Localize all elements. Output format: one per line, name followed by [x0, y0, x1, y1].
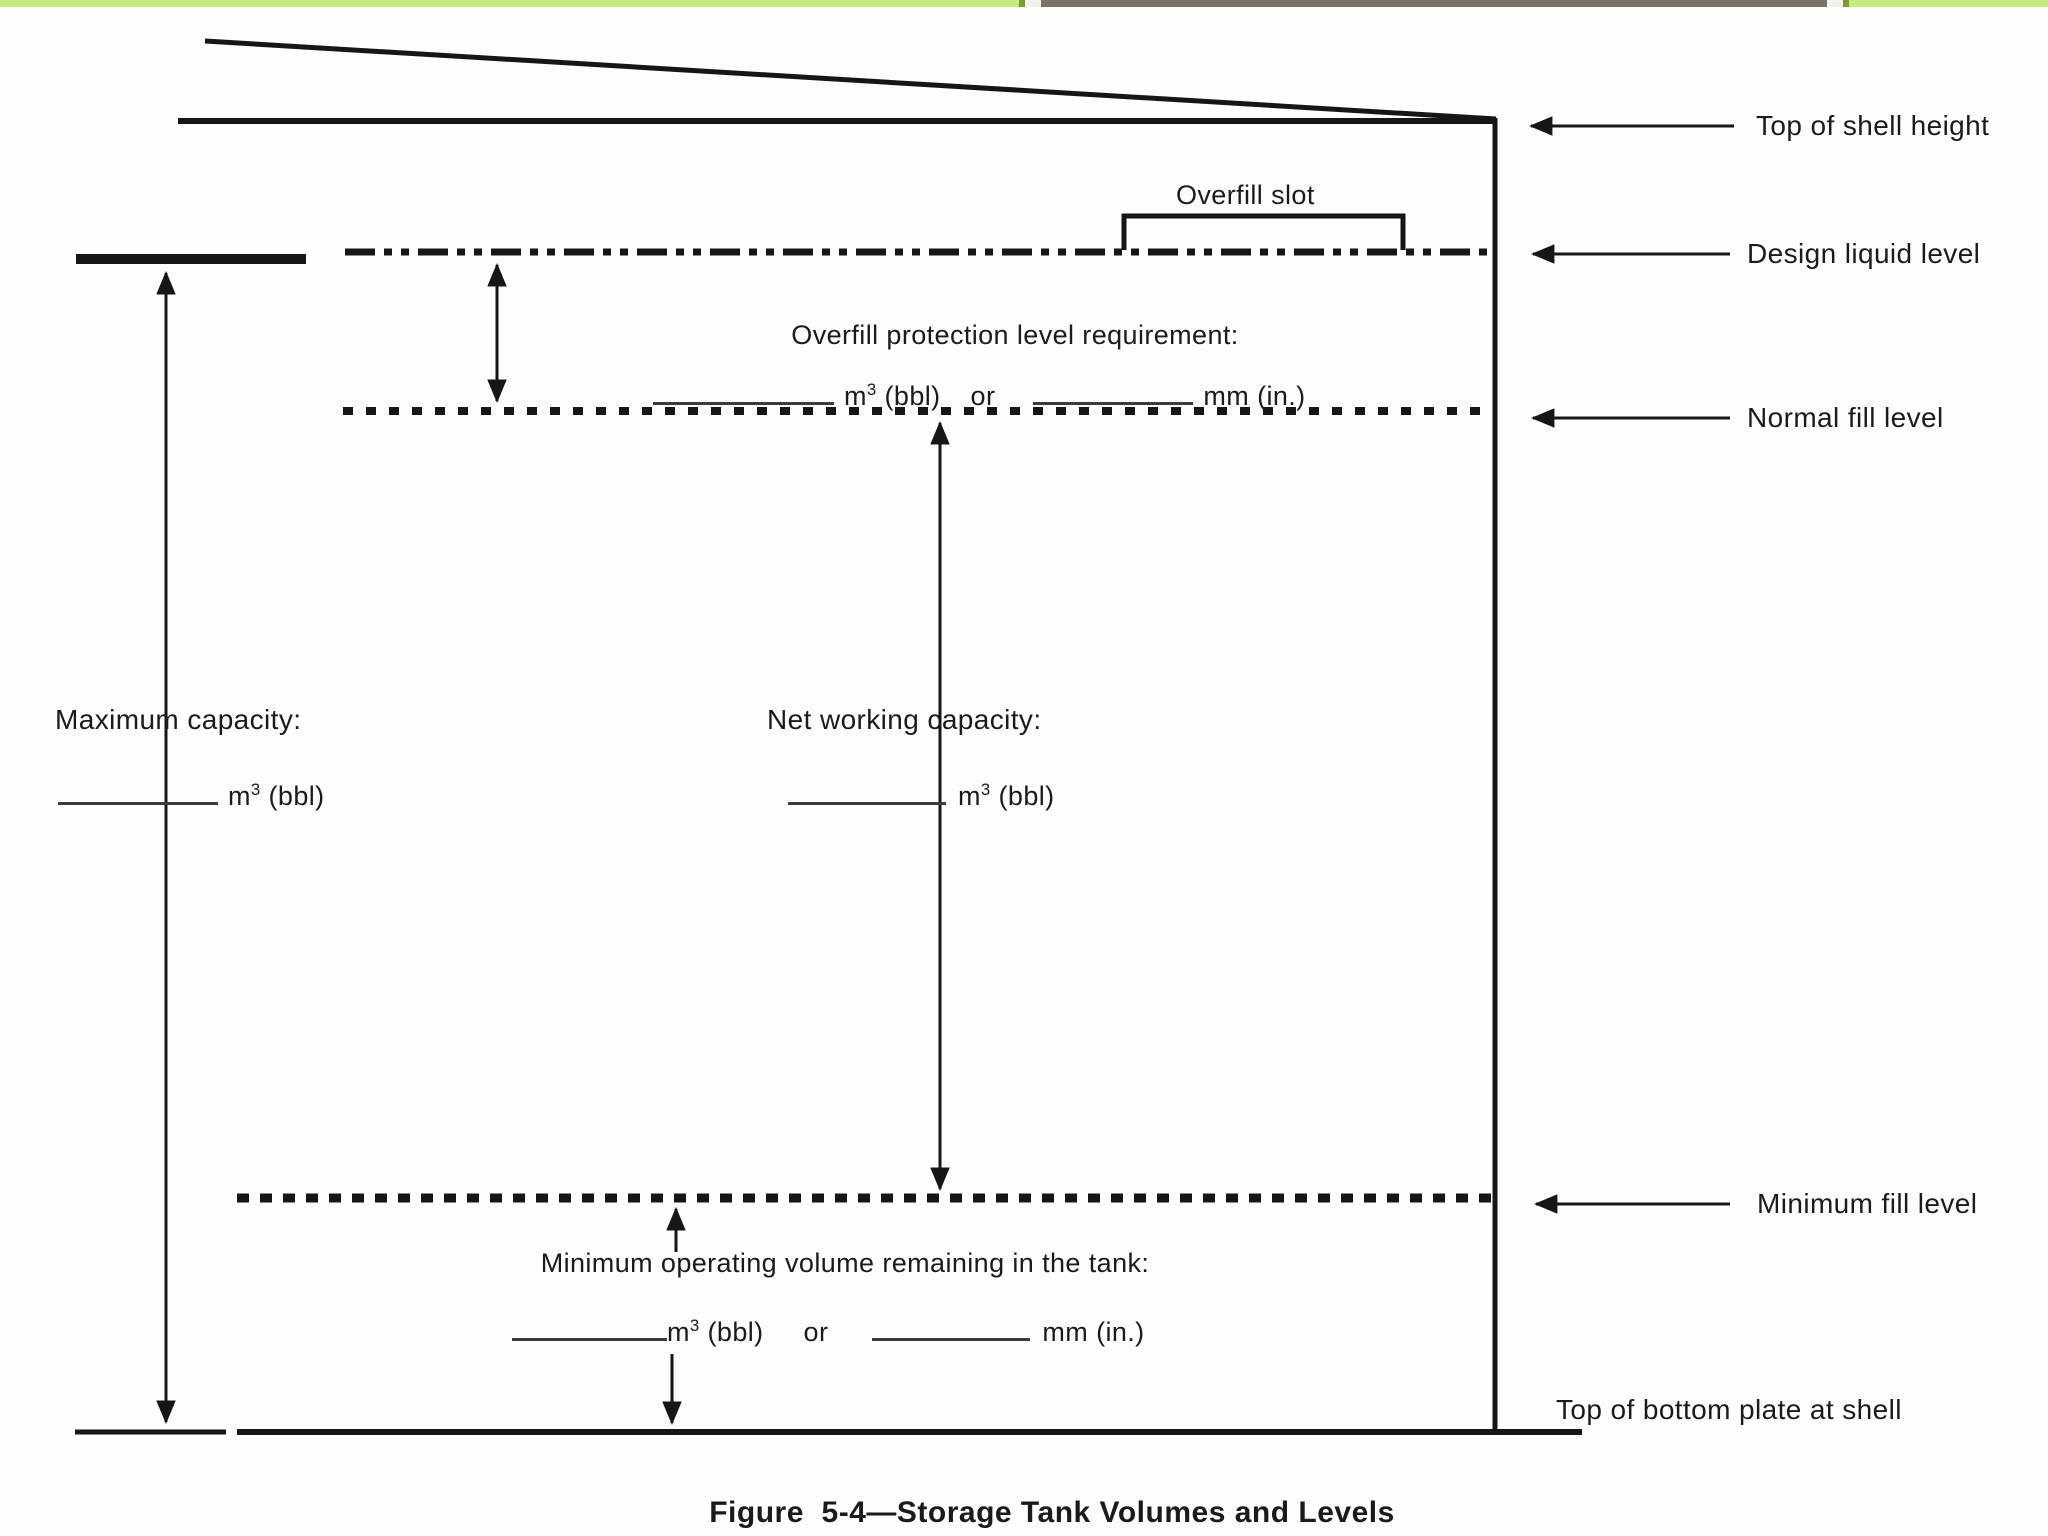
- net-working-units-row: m3 (bbl): [788, 776, 1055, 812]
- minimum-fill-level-label: Minimum fill level: [1757, 1188, 1978, 1219]
- maximum-capacity-units-row: m3 (bbl): [58, 776, 325, 812]
- blank-field-net-working-capacity: [788, 776, 946, 805]
- unit-m3-bbl: m3 (bbl): [958, 779, 1055, 811]
- overfill-protection-title: Overfill protection level requirement:: [791, 320, 1239, 350]
- top-strip-green-left: [0, 0, 1019, 7]
- top-strip-green-right: [1849, 0, 2048, 7]
- design-liquid-level-label: Design liquid level: [1747, 238, 1981, 269]
- top-strip-gray-left: [1025, 0, 1041, 7]
- overfill-protection-units-row: m3 (bbl) or mm (in.): [653, 376, 1306, 412]
- top-strip-gray-right: [1827, 0, 1843, 7]
- figure-caption: Figure 5-4—Storage Tank Volumes and Leve…: [709, 1496, 1395, 1529]
- minimum-operating-title: Minimum operating volume remaining in th…: [540, 1248, 1150, 1278]
- unit-m3-bbl: m3 (bbl): [844, 379, 941, 411]
- blank-field-overfill-height: [1033, 376, 1194, 405]
- blank-field-overfill-volume: [653, 376, 834, 405]
- or-text: or: [803, 1316, 829, 1347]
- unit-m3-bbl: m3 (bbl): [228, 779, 325, 811]
- net-working-capacity-title: Net working capacity:: [767, 704, 1042, 735]
- top-of-bottom-plate-label: Top of bottom plate at shell: [1556, 1394, 1902, 1425]
- top-strip-darkgreen-left: [1019, 0, 1025, 7]
- floating-roof-slope-line: [204, 38, 1497, 122]
- overfill-slot-bracket: [1121, 213, 1406, 250]
- blank-field-min-operating-height: [872, 1312, 1031, 1341]
- unit-mm-in: mm (in.): [1042, 1316, 1145, 1347]
- maximum-capacity-title: Maximum capacity:: [55, 704, 302, 735]
- unit-m3-bbl: m3 (bbl): [667, 1315, 764, 1347]
- top-of-shell-height-label: Top of shell height: [1756, 110, 1990, 141]
- blank-field-min-operating-volume: [512, 1312, 667, 1341]
- top-strip-darkgreen-right: [1843, 0, 1849, 7]
- top-strip-brown: [1041, 0, 1827, 7]
- unit-mm-in: mm (in.): [1203, 380, 1306, 411]
- blank-field-maximum-capacity: [58, 776, 218, 805]
- minimum-operating-units-row: m3 (bbl) or mm (in.): [512, 1312, 1145, 1348]
- or-text: or: [970, 380, 996, 411]
- overfill-slot-label: Overfill slot: [1176, 180, 1315, 210]
- normal-fill-level-label: Normal fill level: [1747, 402, 1944, 433]
